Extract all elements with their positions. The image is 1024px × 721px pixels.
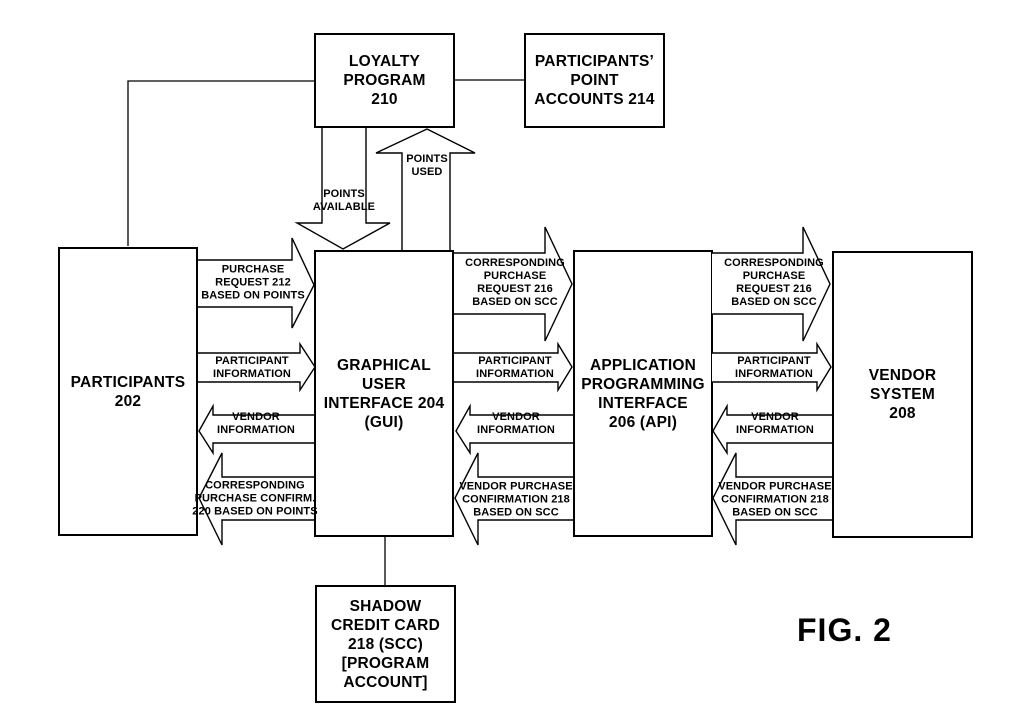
participant-information-label-1: PARTICIPANT INFORMATION (213, 355, 291, 380)
application-programming-interface-box: APPLICATION PROGRAMMING INTERFACE 206 (A… (573, 250, 713, 537)
purchase-request-label: PURCHASE REQUEST 212 BASED ON POINTS (201, 263, 305, 302)
vendor-purchase-confirmation-label-1: VENDOR PURCHASE CONFIRMATION 218 BASED O… (459, 480, 573, 519)
corresponding-request-label-2: CORRESPONDING PURCHASE REQUEST 216 BASED… (724, 257, 824, 308)
block-arrows (198, 128, 832, 546)
purchase-confirm-label: CORRESPONDING PURCHASE CONFIRM. 220 BASE… (192, 479, 318, 518)
loyalty-program-label: LOYALTY PROGRAM 210 (343, 53, 426, 108)
vendor-information-arrow-1 (198, 403, 314, 456)
shadow-credit-card-label: SHADOW CREDIT CARD 218 (SCC) [PROGRAM AC… (331, 597, 440, 691)
participant-information-arrow-1 (198, 341, 316, 393)
purchase-confirm-arrow (198, 452, 314, 546)
corresponding-request-arrow-2 (712, 226, 831, 342)
participants-point-accounts-box: PARTICIPANTS’ POINT ACCOUNTS 214 (524, 33, 665, 128)
connector-lines (127, 79, 524, 585)
vendor-information-label-3: VENDOR INFORMATION (736, 411, 814, 436)
participant-information-arrow-3 (712, 341, 832, 393)
participants-box: PARTICIPANTS 202 (58, 247, 198, 536)
participant-information-label-3: PARTICIPANT INFORMATION (735, 355, 813, 380)
vendor-system-label: VENDOR SYSTEM 208 (868, 367, 937, 422)
points-used-label: POINTS USED (406, 153, 448, 178)
corresponding-request-label-1: CORRESPONDING PURCHASE REQUEST 216 BASED… (465, 257, 565, 308)
vendor-information-label-1: VENDOR INFORMATION (217, 411, 295, 436)
shadow-credit-card-box: SHADOW CREDIT CARD 218 (SCC) [PROGRAM AC… (315, 585, 456, 703)
participants-label: PARTICIPANTS 202 (70, 373, 186, 410)
application-programming-interface-label: APPLICATION PROGRAMMING INTERFACE 206 (A… (581, 356, 705, 431)
vendor-purchase-confirmation-arrow-1 (454, 452, 573, 546)
participant-information-arrow-2 (454, 341, 573, 393)
corresponding-request-arrow-1 (454, 226, 573, 342)
points-available-label: POINTS AVAILABLE (312, 188, 376, 213)
loyalty-to-participants-line (127, 80, 314, 246)
vendor-system-box: VENDOR SYSTEM 208 (832, 251, 973, 538)
loyalty-program-box: LOYALTY PROGRAM 210 (314, 33, 455, 128)
graphical-user-interface-box: GRAPHICAL USER INTERFACE 204 (GUI) (314, 250, 454, 537)
participant-information-label-2: PARTICIPANT INFORMATION (476, 355, 554, 380)
purchase-request-arrow (198, 237, 315, 329)
vendor-information-arrow-2 (455, 403, 573, 456)
participants-point-accounts-label: PARTICIPANTS’ POINT ACCOUNTS 214 (534, 53, 655, 108)
points-available-arrow-down (294, 128, 391, 250)
vendor-purchase-confirmation-arrow-2 (712, 452, 832, 546)
points-used-arrow-up (375, 128, 476, 250)
vendor-purchase-confirmation-label-2: VENDOR PURCHASE CONFIRMATION 218 BASED O… (718, 480, 832, 519)
vendor-information-arrow-3 (712, 403, 832, 456)
figure-caption: FIG. 2 (797, 612, 892, 648)
graphical-user-interface-label: GRAPHICAL USER INTERFACE 204 (GUI) (323, 356, 445, 431)
vendor-information-label-2: VENDOR INFORMATION (477, 411, 555, 436)
